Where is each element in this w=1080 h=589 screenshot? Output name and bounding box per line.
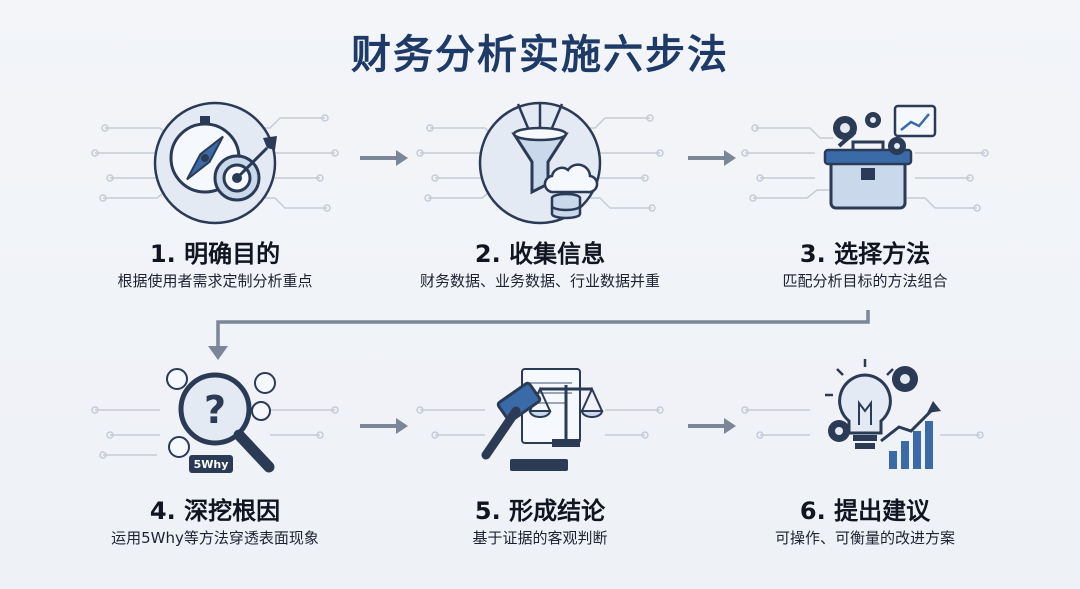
step-title: 2. 收集信息 bbox=[380, 234, 700, 269]
magnifier-question-icon: ? 5Why bbox=[65, 355, 365, 485]
compass-target-icon bbox=[65, 98, 365, 228]
step-title: 6. 提出建议 bbox=[705, 491, 1025, 526]
lightbulb-growth-icon bbox=[715, 355, 1015, 485]
step-title: 5. 形成结论 bbox=[380, 491, 700, 526]
step-title: 1. 明确目的 bbox=[55, 234, 375, 269]
toolbox-gears-icon bbox=[715, 98, 1015, 228]
step-description: 根据使用者需求定制分析重点 bbox=[55, 270, 375, 291]
gavel-scales-icon bbox=[390, 355, 690, 485]
step-description: 财务数据、业务数据、行业数据并重 bbox=[380, 270, 700, 291]
svg-text:?: ? bbox=[204, 388, 226, 432]
page-title: 财务分析实施六步法 bbox=[0, 22, 1080, 80]
step-description: 匹配分析目标的方法组合 bbox=[705, 270, 1025, 291]
step-description: 可操作、可衡量的改进方案 bbox=[705, 527, 1025, 548]
step-description: 基于证据的客观判断 bbox=[380, 527, 700, 548]
funnel-data-icon bbox=[390, 98, 690, 228]
5why-badge: 5Why bbox=[194, 458, 229, 471]
step-description: 运用5Why等方法穿透表面现象 bbox=[55, 527, 375, 548]
step-title: 4. 深挖根因 bbox=[55, 491, 375, 526]
step-title: 3. 选择方法 bbox=[705, 234, 1025, 269]
